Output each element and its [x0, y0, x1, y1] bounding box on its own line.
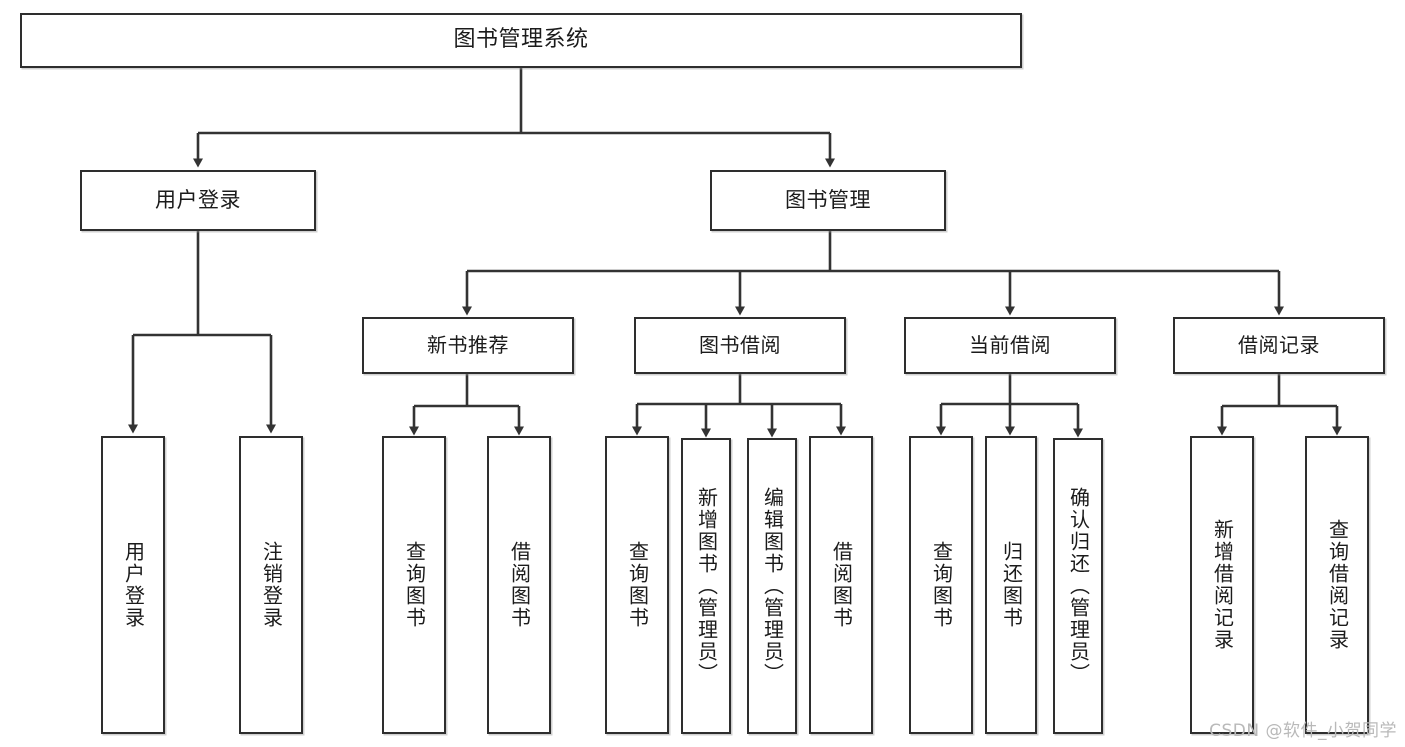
node-label: 确认归还（管理员）: [1066, 487, 1091, 685]
leaf-borrow-edit-book-admin[interactable]: 编辑图书（管理员）: [747, 438, 797, 734]
leaf-current-return-book[interactable]: 归还图书: [985, 436, 1037, 734]
leaf-new-books-query[interactable]: 查询图书: [382, 436, 446, 734]
node-label: 借阅图书: [829, 541, 854, 629]
node-user-login[interactable]: 用户登录: [80, 170, 316, 231]
leaf-borrow-query-book[interactable]: 查询图书: [605, 436, 669, 734]
watermark-text: CSDN @软件_小贺同学: [1209, 721, 1397, 741]
node-label: 新增借阅记录: [1210, 519, 1235, 651]
node-label: 查询借阅记录: [1325, 519, 1350, 651]
node-label: 图书管理: [785, 187, 871, 212]
leaf-records-query-record[interactable]: 查询借阅记录: [1305, 436, 1369, 734]
node-label: 查询图书: [929, 541, 954, 629]
leaf-borrow-add-book-admin[interactable]: 新增图书（管理员）: [681, 438, 731, 734]
leaf-current-confirm-return-admin[interactable]: 确认归还（管理员）: [1053, 438, 1103, 734]
node-label: 归还图书: [999, 541, 1024, 629]
node-label: 新增图书（管理员）: [694, 487, 719, 685]
node-new-book-recommend[interactable]: 新书推荐: [362, 317, 574, 374]
node-label: 查询图书: [625, 541, 650, 629]
node-book-management[interactable]: 图书管理: [710, 170, 946, 231]
node-label: 借阅记录: [1238, 333, 1320, 358]
node-borrow-records[interactable]: 借阅记录: [1173, 317, 1385, 374]
node-label: 用户登录: [155, 187, 241, 212]
leaf-records-add-record[interactable]: 新增借阅记录: [1190, 436, 1254, 734]
leaf-user-login-signout[interactable]: 注销登录: [239, 436, 303, 734]
node-label: 注销登录: [259, 541, 284, 629]
node-label: 借阅图书: [507, 541, 532, 629]
node-label: 查询图书: [402, 541, 427, 629]
leaf-new-books-borrow[interactable]: 借阅图书: [487, 436, 551, 734]
node-book-borrow[interactable]: 图书借阅: [634, 317, 846, 374]
leaf-current-query-book[interactable]: 查询图书: [909, 436, 973, 734]
node-current-borrow[interactable]: 当前借阅: [904, 317, 1116, 374]
leaf-borrow-borrow-book[interactable]: 借阅图书: [809, 436, 873, 734]
node-label: 图书借阅: [699, 333, 781, 358]
node-label: 当前借阅: [969, 333, 1051, 358]
node-label: 用户登录: [121, 541, 146, 629]
node-label: 图书管理系统: [453, 27, 589, 53]
node-label: 编辑图书（管理员）: [760, 487, 785, 685]
node-label: 新书推荐: [427, 333, 509, 358]
node-root-system[interactable]: 图书管理系统: [20, 13, 1022, 68]
leaf-user-login-signin[interactable]: 用户登录: [101, 436, 165, 734]
